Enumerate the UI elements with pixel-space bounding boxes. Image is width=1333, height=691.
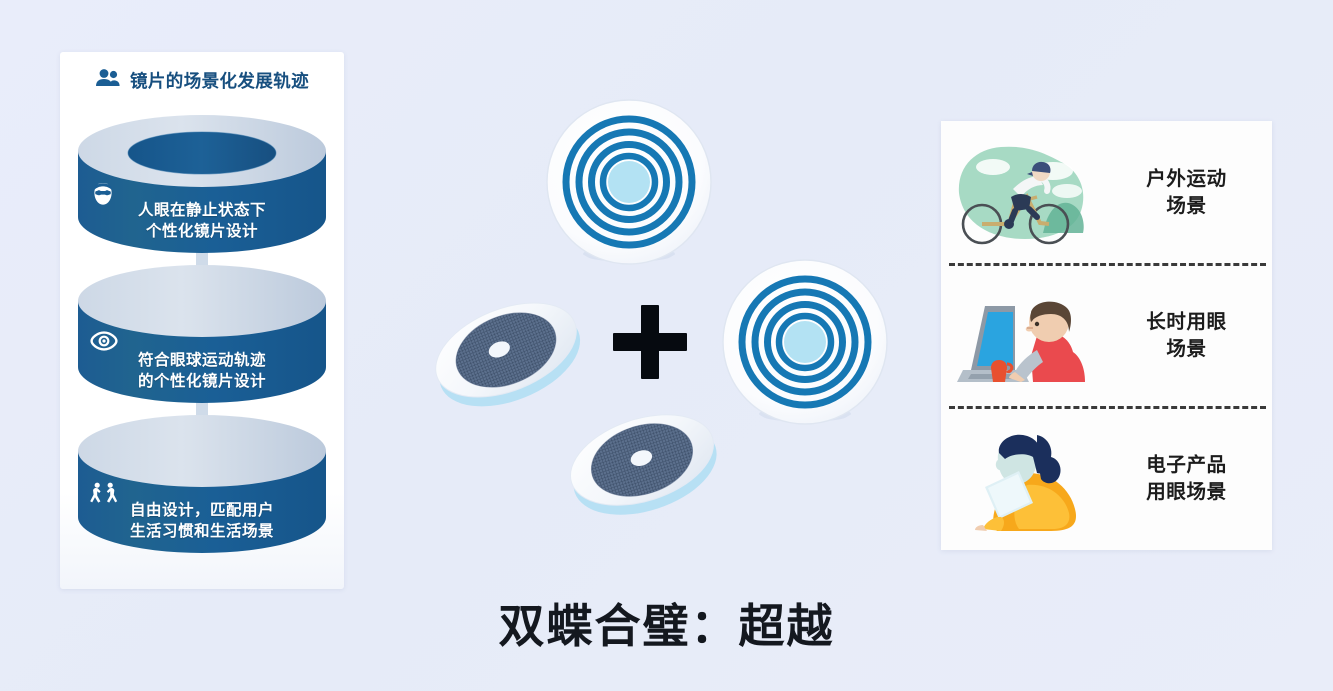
scene-label-line1: 长时用眼 — [1146, 310, 1227, 333]
cylinder-stack: 人眼在静止状态下 个性化镜片设计 — [74, 107, 330, 582]
person-at-laptop-icon — [941, 270, 1109, 402]
left-panel-header: 镜片的场景化发展轨迹 — [60, 68, 344, 93]
scene-row: 长时用眼 场景 — [941, 264, 1272, 407]
people-group-icon — [95, 68, 121, 93]
plus-vertical-bar — [641, 305, 659, 379]
stage-cylinder: 人眼在静止状态下 个性化镜片设计 — [74, 109, 330, 272]
scene-label: 长时用眼 场景 — [1109, 309, 1272, 362]
usage-scenes-panel: 户外运动 场景 — [941, 121, 1272, 550]
stage-cylinder: 自由设计，匹配用户 生活习惯和生活场景 — [74, 409, 330, 572]
concentric-ring-lens-right — [722, 259, 888, 425]
eye-icon — [90, 331, 118, 357]
scene-label-line2: 场景 — [1166, 194, 1207, 217]
scene-label-line2: 用眼场景 — [1146, 480, 1227, 503]
cyclist-outdoor-icon — [941, 127, 1109, 259]
scene-row: 户外运动 场景 — [941, 121, 1272, 264]
scene-divider — [949, 263, 1266, 266]
left-panel-title: 镜片的场景化发展轨迹 — [130, 71, 309, 91]
scene-label: 户外运动 场景 — [1109, 166, 1272, 219]
person-with-tablet-icon — [941, 413, 1109, 545]
scene-label-line1: 电子产品 — [1146, 453, 1227, 476]
concentric-ring-lens-top — [546, 99, 712, 265]
scene-divider — [949, 406, 1266, 409]
face-with-glasses-icon — [90, 181, 116, 207]
textured-lens-bottom — [569, 411, 717, 515]
scene-label-line1: 户外运动 — [1146, 167, 1227, 190]
scene-label: 电子产品 用眼场景 — [1109, 452, 1272, 505]
plus-operator-icon — [613, 305, 687, 379]
running-people-icon — [90, 481, 118, 507]
textured-lens-left — [435, 298, 581, 407]
slide-title: 双蝶合璧：超越 — [498, 600, 835, 652]
scene-row: 电子产品 用眼场景 — [941, 407, 1272, 550]
lens-evolution-panel: 镜片的场景化发展轨迹 — [60, 52, 344, 589]
lens-combination-diagram — [420, 90, 920, 570]
stage-cylinder: 符合眼球运动轨迹 的个性化镜片设计 — [74, 259, 330, 422]
scene-label-line2: 场景 — [1166, 337, 1207, 360]
